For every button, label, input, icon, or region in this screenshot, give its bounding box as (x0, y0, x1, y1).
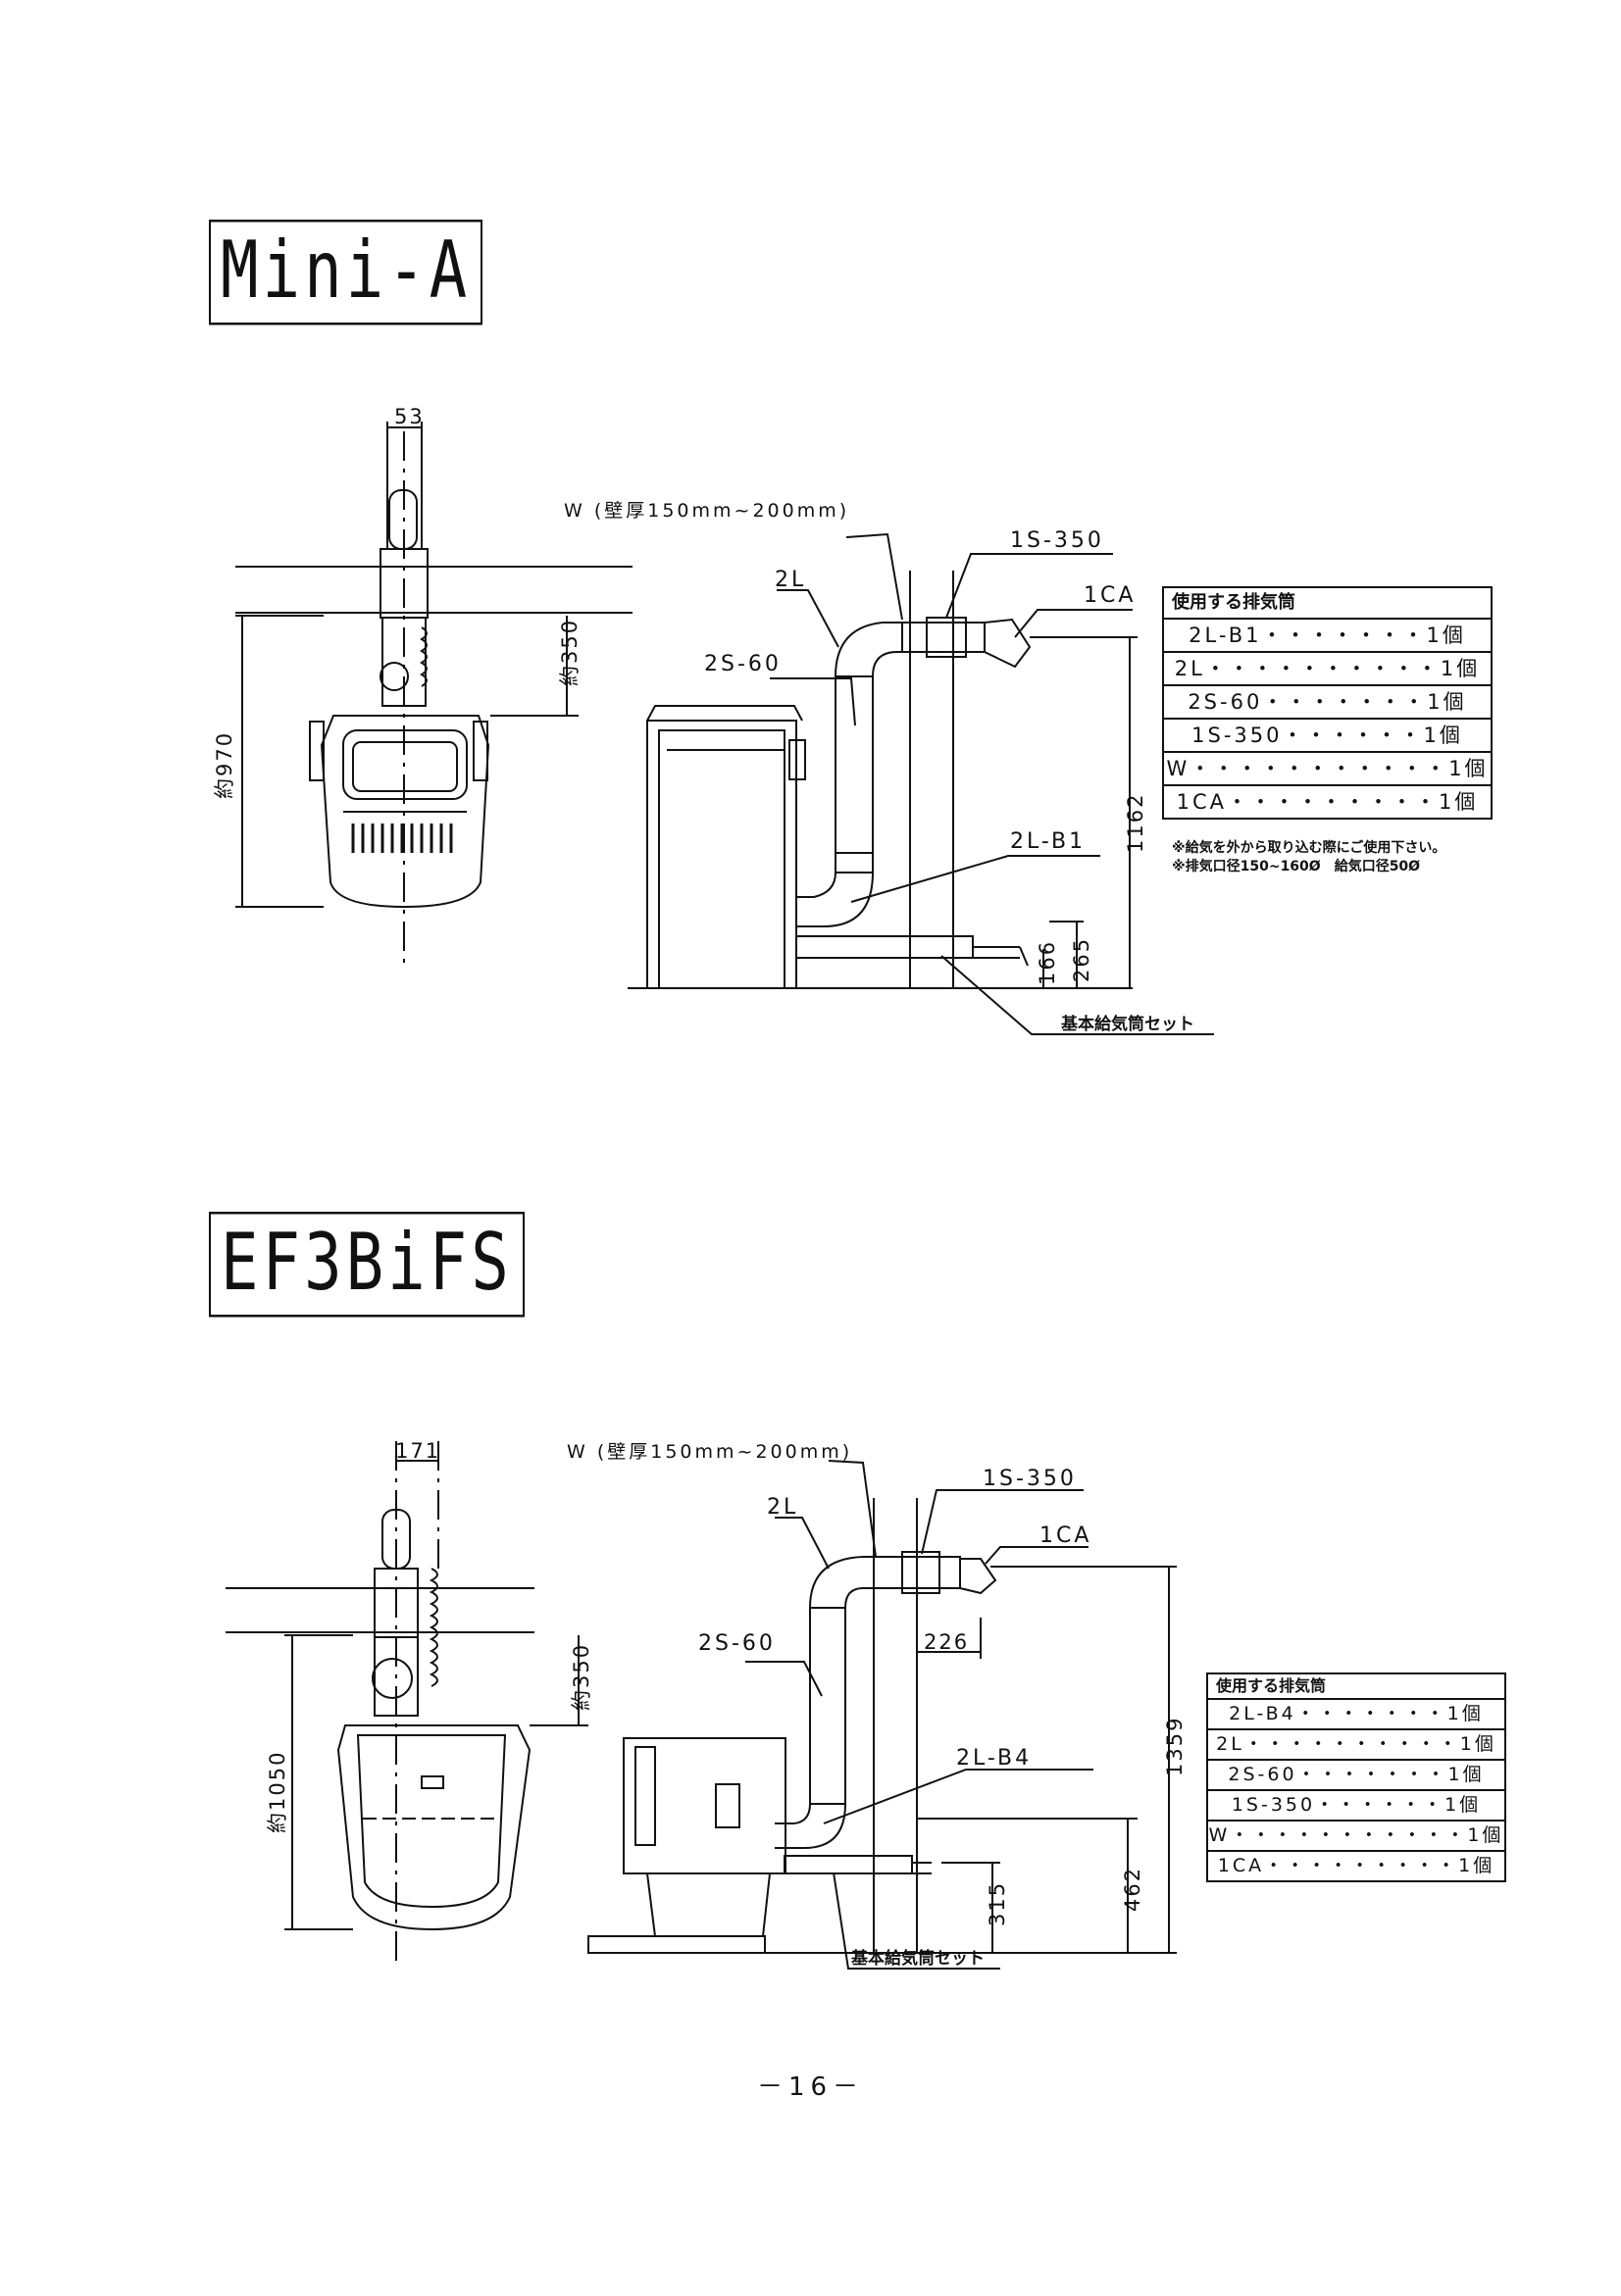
ef3bifs-dim-intake-center: 315 (986, 1881, 1009, 1926)
ef3bifs-dim-depth: 約350 (570, 1643, 593, 1711)
mini-a-label-2s60: 2S-60 (704, 652, 782, 676)
mini-a-table-row: 1S-350・・・・・・1個 (1164, 720, 1491, 753)
mini-a-parts-table: 使用する排気筒 2L-B1・・・・・・・1個 2L・・・・・・・・・・1個 2S… (1162, 586, 1493, 820)
mini-a-table-row: 2L・・・・・・・・・・1個 (1164, 653, 1491, 686)
ef3bifs-dim-top-width: 171 (395, 1439, 440, 1463)
mini-a-dim-top-width: 53 (394, 405, 425, 428)
mini-a-label-intake-set: 基本給気筒セット (1060, 1014, 1194, 1034)
mini-a-label-1ca: 1CA (1084, 583, 1136, 608)
mini-a-note-2: ※排気口径150~160Ø 給気口径50Ø (1172, 859, 1421, 874)
ef3bifs-table-row: 2L・・・・・・・・・・1個 (1208, 1730, 1504, 1761)
ef3bifs-table-row: W・・・・・・・・・・・1個 (1208, 1822, 1504, 1852)
mini-a-table-row: W・・・・・・・・・・・1個 (1164, 753, 1491, 786)
ef3bifs-top-view (226, 1441, 588, 1961)
mini-a-label-2lb1: 2L-B1 (1010, 829, 1086, 854)
mini-a-dim-depth: 約350 (558, 619, 582, 686)
ef3bifs-dim-height: 約1050 (266, 1751, 289, 1833)
ef3bifs-label-2l: 2L (767, 1495, 798, 1520)
mini-a-notes: ※給気を外から取り込む際にご使用下さい。 ※排気口径150~160Ø 給気口径5… (1172, 839, 1445, 876)
mini-a-label-2l: 2L (775, 568, 806, 592)
ef3bifs-label-2lb4: 2L-B4 (956, 1746, 1032, 1771)
ef3bifs-label-1s350: 1S-350 (983, 1467, 1077, 1491)
mini-a-top-view (235, 422, 633, 971)
ef3bifs-dim-flue-height: 1359 (1163, 1717, 1187, 1776)
ef3bifs-table-row: 2L-B4・・・・・・・1個 (1208, 1700, 1504, 1730)
ef3bifs-side-view (587, 1460, 1177, 1970)
mini-a-table-row: 2S-60・・・・・・・1個 (1164, 686, 1491, 720)
ef3bifs-parts-table: 使用する排気筒 2L-B4・・・・・・・1個 2L・・・・・・・・・・1個 2S… (1206, 1672, 1506, 1882)
mini-a-side-view (628, 532, 1214, 1035)
ef3bifs-label-1ca: 1CA (1039, 1523, 1091, 1548)
mini-a-table-row: 1CA・・・・・・・・・1個 (1176, 790, 1479, 814)
ef3bifs-dim-offset: 226 (924, 1630, 969, 1654)
mini-a-note-1: ※給気を外から取り込む際にご使用下さい。 (1172, 840, 1446, 856)
mini-a-label-1s350: 1S-350 (1010, 528, 1104, 553)
mini-a-table-header: 使用する排気筒 (1164, 588, 1491, 620)
section-title-ef3bifs: EF3BiFS (209, 1212, 525, 1318)
ef3bifs-label-intake-set: 基本給気筒セット (850, 1948, 985, 1969)
ef3bifs-label-2s60: 2S-60 (698, 1631, 776, 1656)
mini-a-dim-flue-height: 1162 (1124, 793, 1147, 853)
mini-a-dim-intake-center: 166 (1036, 940, 1059, 985)
mini-a-dim-intake-height: 265 (1070, 937, 1093, 982)
mini-a-label-wall: W (壁厚150mm~200mm) (564, 500, 849, 522)
ef3bifs-dim-intake-height: 462 (1121, 1867, 1144, 1912)
page-number: －16－ (756, 2072, 865, 2102)
ef3bifs-table-header: 使用する排気筒 (1208, 1674, 1504, 1700)
mini-a-dim-height: 約970 (213, 731, 236, 799)
ef3bifs-label-wall: W (壁厚150mm~200mm) (567, 1441, 852, 1463)
ef3bifs-table-row: 1S-350・・・・・・1個 (1208, 1791, 1504, 1822)
ef3bifs-table-row: 1CA・・・・・・・・・1個 (1217, 1855, 1495, 1876)
section-title-mini-a: Mini-A (209, 220, 483, 325)
ef3bifs-table-row: 2S-60・・・・・・・1個 (1208, 1761, 1504, 1791)
mini-a-table-row: 2L-B1・・・・・・・1個 (1164, 620, 1491, 653)
